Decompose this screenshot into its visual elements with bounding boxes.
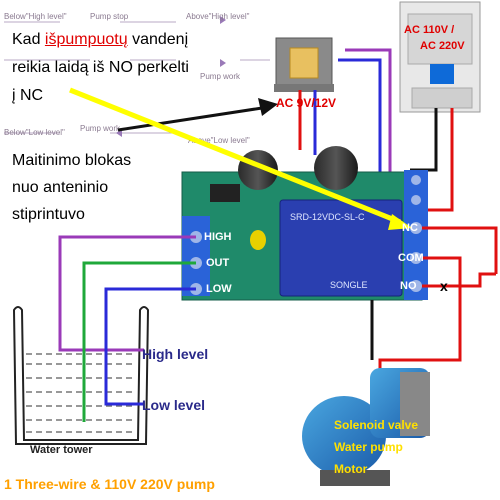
wire-nc-red	[422, 226, 498, 274]
terminal-block-left	[182, 216, 210, 296]
terminal-nc: NC	[402, 222, 418, 234]
annotation-prefix: Kad	[12, 31, 45, 48]
arrow-yellow	[69, 87, 412, 230]
breaker-terminals	[411, 87, 473, 109]
screw-com	[410, 252, 422, 264]
terminal-out: OUT	[206, 257, 230, 269]
wire-out	[82, 261, 196, 422]
relay-model: SRD-12VDC-SL-C	[290, 212, 365, 222]
pump-fins	[400, 372, 430, 436]
cut-mark: x	[440, 278, 448, 294]
water-pump	[302, 396, 386, 476]
annotation-suffix: vandenį	[127, 31, 189, 48]
arrow-black	[117, 98, 278, 132]
wire-no-red	[422, 272, 496, 288]
screw-no	[410, 280, 422, 292]
terminal-low: LOW	[206, 283, 232, 295]
terminal-com: COM	[398, 252, 424, 264]
water-tower-label: Water tower	[30, 444, 93, 456]
ic-chip	[210, 184, 240, 202]
breaker-face	[407, 13, 473, 65]
high-level-label: High level	[142, 346, 209, 362]
logic-below-high: Below"High level"	[4, 12, 67, 21]
water-lines	[26, 353, 134, 433]
annotation-line-1: Kad išpumpuotų vandenį	[12, 29, 188, 50]
breaker-label-2: AC 220V	[420, 40, 465, 52]
annotation-highlight: išpumpuotų	[44, 31, 128, 48]
transformer-label: AC 9V/12V	[276, 96, 337, 110]
wire-low	[104, 287, 196, 406]
logic-above-high: Above"High level"	[186, 12, 250, 21]
pump-label-2: Water pump	[334, 440, 403, 454]
logic-above-low: Above"Low level"	[188, 136, 250, 145]
footer-caption: 1 Three-wire & 110V 220V pump	[4, 476, 215, 492]
pump-label-1: Solenoid valve	[334, 418, 419, 432]
terminal-block-right	[404, 170, 428, 300]
logic-pump-work-bottom: Pump work	[80, 124, 121, 133]
relay-brand: SONGLE	[330, 280, 368, 290]
power-note-line-1: Maitinimo blokas	[12, 152, 132, 169]
wire-breaker-black	[410, 108, 438, 172]
water-tank	[12, 306, 150, 445]
screw-r2	[411, 195, 421, 205]
pump-label-3: Motor	[334, 462, 368, 476]
logic-arrow-1	[220, 16, 226, 24]
screw-nc	[410, 222, 422, 234]
led	[250, 230, 266, 250]
breaker-toggle	[430, 64, 454, 84]
transformer-coil	[289, 47, 319, 79]
annotation-line-3: į NC	[12, 87, 44, 104]
low-level-label: Low level	[142, 397, 206, 413]
wire-breaker-red	[424, 108, 454, 212]
terminal-no: NO	[400, 280, 417, 292]
logic-arrow-2	[220, 59, 226, 67]
capacitor-2	[314, 146, 358, 190]
logic-pump-work-top: Pump work	[200, 72, 241, 81]
logic-below-low: Below"Low level"	[4, 128, 65, 137]
wire-high	[58, 235, 196, 352]
pump-base	[320, 470, 390, 486]
transformer-base	[274, 84, 334, 92]
terminal-high: HIGH	[204, 231, 232, 243]
power-note-line-2: nuo anteninio	[12, 179, 109, 196]
annotation-line-2: reikia laidą iš NO perkelti	[12, 59, 189, 76]
breaker-label-1: AC 110V /	[404, 24, 455, 36]
power-note-line-3: stiprintuvo	[12, 206, 85, 223]
logic-pump-stop: Pump stop	[90, 12, 129, 21]
screw-r1	[411, 175, 421, 185]
